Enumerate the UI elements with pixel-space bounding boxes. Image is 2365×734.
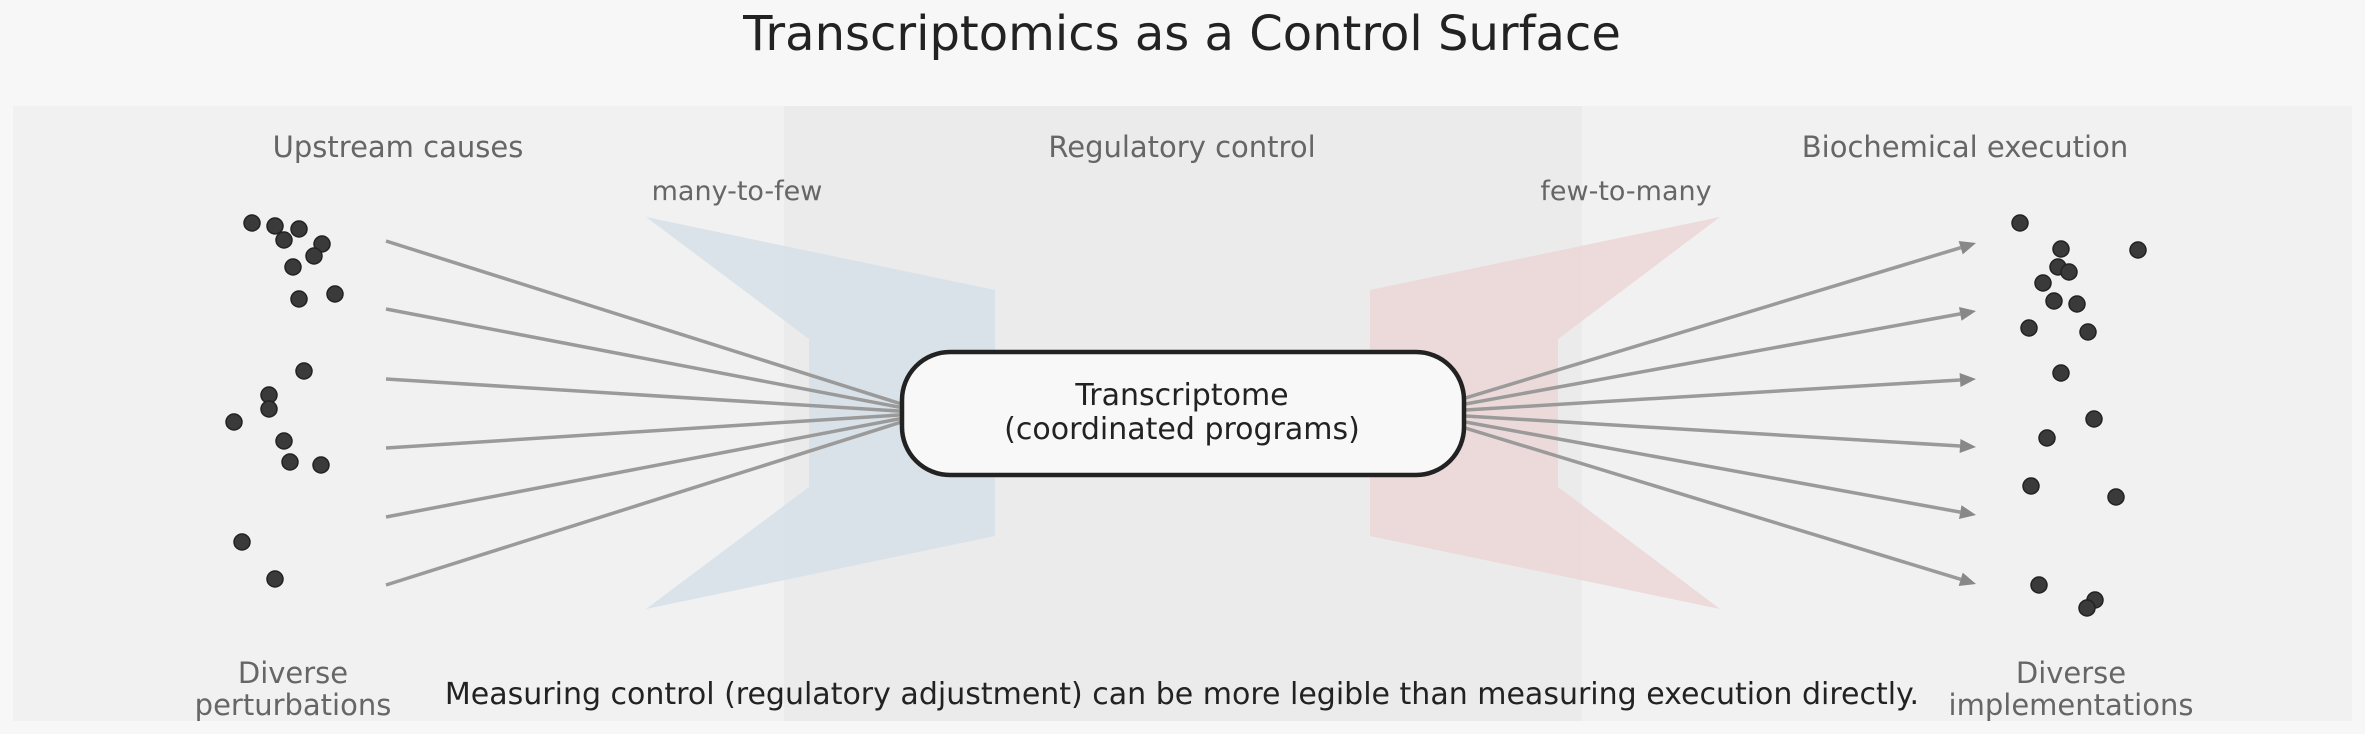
implementation-dot [2030, 576, 2048, 594]
perturbation-dot [295, 362, 313, 380]
outgoing-arrowhead [1959, 372, 1976, 387]
incoming-arrow-line [385, 377, 931, 415]
perturbation-dot [312, 456, 330, 474]
outgoing-arrows [1415, 240, 1976, 587]
box-line-2: (coordinated programs) [1004, 412, 1360, 447]
perturbation-dot [313, 235, 331, 253]
many-to-few-funnel [646, 217, 995, 609]
implementation-dot [2085, 410, 2103, 428]
many-to-few-label: many-to-few [652, 176, 823, 207]
implementation-dot [2011, 214, 2029, 232]
outgoing-arrow-line [1415, 411, 1962, 582]
implementation-dot [2022, 477, 2040, 495]
incoming-arrow-line [385, 411, 931, 587]
outgoing-arrowhead [1958, 572, 1976, 587]
implementation-dot [2052, 240, 2070, 258]
incoming-arrow-line [385, 239, 931, 415]
implementation-dot [2038, 429, 2056, 447]
few-to-many-funnel [1370, 217, 1720, 609]
implementations-label-1: Diverse [2016, 656, 2126, 690]
perturbation-dot [305, 247, 323, 265]
incoming-arrows [385, 239, 946, 587]
section-upstream: Upstream causes [273, 130, 524, 164]
section-regulatory: Regulatory control [1048, 130, 1315, 164]
perturbation-dot [326, 285, 344, 303]
implementation-dot [2020, 319, 2038, 337]
perturbation-dot [281, 453, 299, 471]
outgoing-arrowhead [1959, 505, 1976, 520]
perturbations-label-2: perturbations [195, 688, 392, 722]
box-line-1: Transcriptome [1074, 378, 1288, 413]
implementation-dot [2129, 241, 2147, 259]
perturbation-dot [275, 432, 293, 450]
perturbation-dot [233, 533, 251, 551]
implementation-dot [2107, 488, 2125, 506]
outgoing-arrow-line [1415, 312, 1961, 415]
outgoing-arrow-line [1415, 378, 1961, 415]
perturbation-dot [284, 258, 302, 276]
perturbation-dot [260, 400, 278, 418]
perturbation-dot [266, 570, 284, 588]
implementation-dot [2060, 263, 2078, 281]
outgoing-arrow-line [1415, 411, 1961, 448]
perturbation-dot [243, 214, 261, 232]
implementation-dot [2079, 323, 2097, 341]
outgoing-arrowhead [1959, 439, 1976, 454]
title: Transcriptomics as a Control Surface [742, 6, 1621, 62]
implementations-label-2: implementations [1949, 688, 2194, 722]
implementation-dot [2034, 274, 2052, 292]
perturbation-dot [290, 220, 308, 238]
perturbation-dot [290, 290, 308, 308]
perturbation-dot [266, 217, 284, 235]
incoming-arrow-line [385, 411, 931, 519]
transcriptome-box [899, 349, 1467, 478]
perturbation-dots [225, 214, 344, 588]
section-biochemical: Biochemical execution [1802, 130, 2128, 164]
caption: Measuring control (regulatory adjustment… [445, 677, 1919, 712]
implementation-dot [2045, 292, 2063, 310]
outgoing-arrow-line [1415, 245, 1962, 415]
incoming-arrow-line [385, 307, 931, 415]
perturbation-dot [225, 413, 243, 431]
incoming-arrow-line [385, 411, 931, 450]
implementation-dot [2052, 364, 2070, 382]
implementation-dots [2011, 214, 2147, 617]
implementation-dot [2068, 295, 2086, 313]
outgoing-arrow-line [1415, 411, 1961, 514]
outgoing-arrowhead [1959, 306, 1976, 321]
implementation-dot [2078, 599, 2096, 617]
perturbations-label-1: Diverse [238, 656, 348, 690]
few-to-many-label: few-to-many [1540, 176, 1711, 207]
perturbation-dot [275, 231, 293, 249]
outgoing-arrowhead [1958, 240, 1976, 255]
